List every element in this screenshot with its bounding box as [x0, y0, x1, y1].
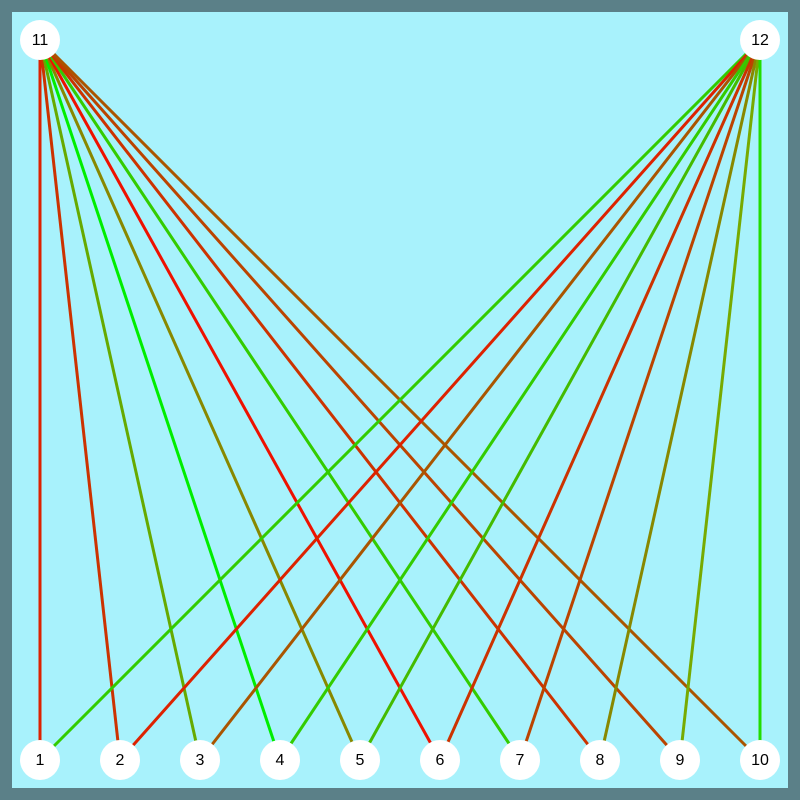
node-7: 7	[500, 740, 540, 780]
edge-12-6	[438, 39, 762, 761]
edge-12-2	[118, 39, 762, 761]
edge-12-7	[518, 39, 762, 761]
node-10: 10	[740, 740, 780, 780]
edge-12-9	[678, 39, 762, 761]
edge-11-4	[38, 39, 282, 761]
edge-11-9	[38, 39, 682, 761]
node-11: 11	[20, 20, 60, 60]
node-9: 9	[660, 740, 700, 780]
node-circle	[740, 740, 780, 780]
node-circle	[20, 740, 60, 780]
node-5: 5	[340, 740, 380, 780]
node-1: 1	[20, 740, 60, 780]
node-circle	[660, 740, 700, 780]
node-8: 8	[580, 740, 620, 780]
node-circle	[180, 740, 220, 780]
node-4: 4	[260, 740, 300, 780]
node-circle	[420, 740, 460, 780]
edge-12-4	[278, 39, 762, 761]
node-circle	[100, 740, 140, 780]
node-label: 12	[751, 32, 769, 49]
edge-11-6	[38, 39, 442, 761]
edge-12-5	[358, 39, 762, 761]
node-label: 7	[516, 752, 525, 769]
node-label: 4	[276, 752, 285, 769]
edge-12-3	[198, 39, 762, 761]
node-circle	[500, 740, 540, 780]
node-3: 3	[180, 740, 220, 780]
edge-12-8	[598, 39, 762, 761]
edge-11-8	[38, 39, 602, 761]
node-circle	[260, 740, 300, 780]
node-label: 8	[596, 752, 605, 769]
node-label: 10	[751, 752, 769, 769]
node-label: 9	[676, 752, 685, 769]
edges-layer	[38, 38, 762, 762]
node-circle	[340, 740, 380, 780]
node-label: 11	[32, 32, 49, 49]
node-label: 5	[356, 752, 365, 769]
edge-11-3	[38, 39, 202, 761]
node-2: 2	[100, 740, 140, 780]
edge-11-7	[38, 39, 522, 761]
edge-12-1	[38, 38, 762, 762]
node-circle	[740, 20, 780, 60]
node-12: 12	[740, 20, 780, 60]
node-label: 2	[116, 752, 125, 769]
node-label: 1	[36, 752, 45, 769]
node-label: 6	[436, 752, 445, 769]
edge-11-2	[38, 39, 122, 761]
node-label: 3	[196, 752, 205, 769]
node-circle	[580, 740, 620, 780]
node-6: 6	[420, 740, 460, 780]
edge-11-5	[38, 39, 362, 761]
node-circle	[20, 20, 60, 60]
